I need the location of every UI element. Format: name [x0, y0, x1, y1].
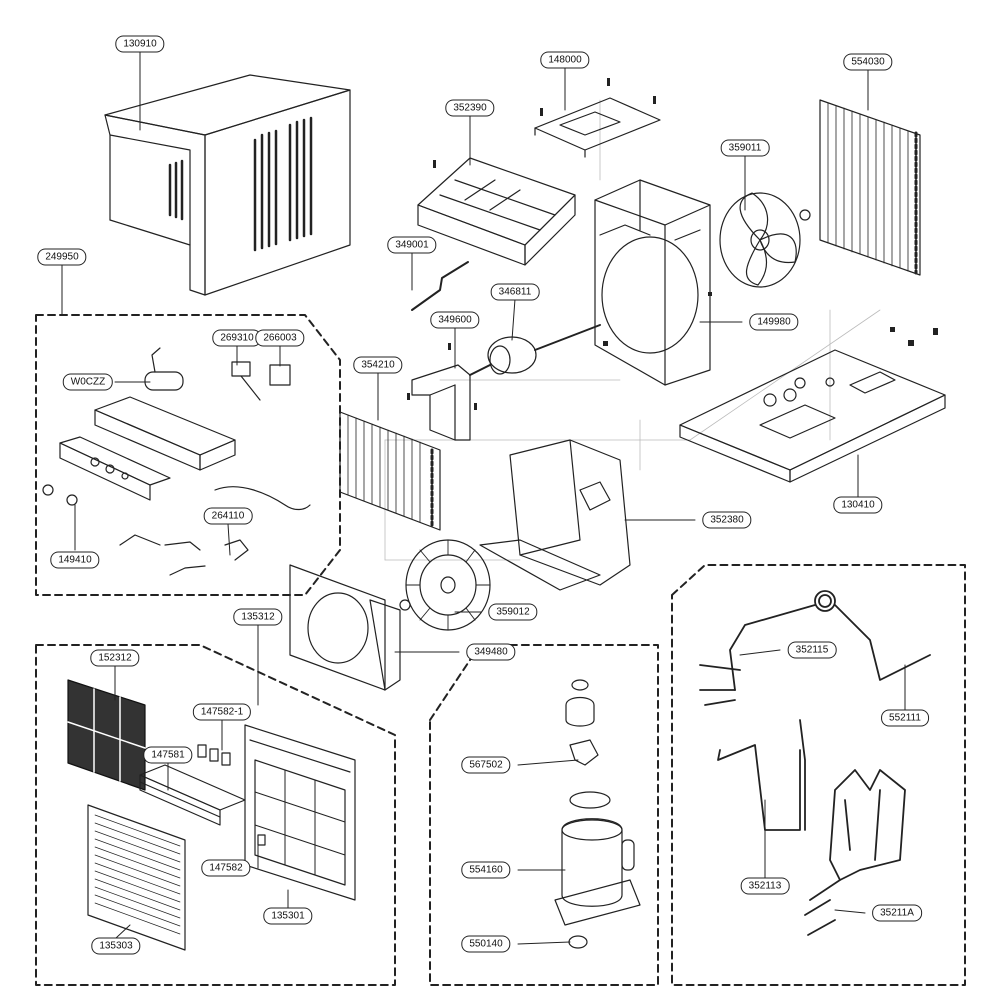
switch-part: [231, 361, 261, 401]
part-label[interactable]: 135312: [233, 608, 283, 626]
part-label[interactable]: 354210: [353, 356, 403, 374]
part-label[interactable]: 554160: [461, 861, 511, 879]
group-box-front-grille: [35, 644, 396, 986]
part-label[interactable]: 266003: [255, 329, 305, 347]
part-label[interactable]: 152312: [90, 649, 140, 667]
part-label[interactable]: W0CZZ: [62, 373, 114, 391]
part-label[interactable]: 567502: [461, 756, 511, 774]
leader-lines: [61, 51, 906, 945]
assembly-guides: [384, 99, 881, 561]
part-label[interactable]: 149980: [749, 313, 799, 331]
clip-parts: [197, 744, 266, 846]
part-label[interactable]: 135303: [91, 937, 141, 955]
filter-part: [67, 679, 146, 791]
group-box-tubing: [671, 564, 966, 986]
part-label[interactable]: 349600: [430, 311, 480, 329]
capacitor-part: [144, 347, 184, 391]
control-box-part: [59, 396, 236, 501]
part-label[interactable]: 130910: [115, 35, 165, 53]
part-label[interactable]: 359011: [720, 139, 770, 157]
front-panel-part: [244, 724, 356, 901]
shroud-part: [594, 179, 711, 386]
part-label[interactable]: 352113: [740, 877, 790, 895]
propeller-fan-part: [719, 192, 811, 288]
part-label[interactable]: 130410: [833, 496, 883, 514]
part-label[interactable]: 554030: [843, 53, 893, 71]
part-label[interactable]: 147582: [201, 859, 251, 877]
part-label[interactable]: 264110: [203, 507, 253, 525]
condenser-part: [819, 99, 921, 276]
part-label[interactable]: 269310: [212, 329, 262, 347]
group-box-compressor: [429, 644, 659, 986]
part-label[interactable]: 349480: [466, 643, 516, 661]
screws: [407, 78, 938, 410]
louver-part: [139, 764, 246, 826]
compressor-part: [554, 679, 641, 949]
part-label[interactable]: 149410: [50, 551, 100, 569]
relay-part: [269, 364, 291, 386]
cabinet-part: [104, 74, 351, 296]
barrier-part: [479, 439, 631, 591]
base-pan-part: [679, 349, 946, 483]
part-label[interactable]: 352390: [445, 99, 495, 117]
part-label[interactable]: 35211A: [872, 904, 922, 922]
rod-part: [411, 261, 469, 311]
bracket-part: [534, 97, 661, 158]
air-guide-part: [417, 157, 576, 266]
evaporator-part: [339, 411, 441, 531]
part-label[interactable]: 352380: [702, 511, 752, 529]
wire-harness-part: [119, 486, 311, 576]
part-label[interactable]: 147582-1: [192, 703, 252, 721]
part-label[interactable]: 359012: [488, 603, 538, 621]
part-label[interactable]: 552111: [881, 709, 929, 727]
part-label[interactable]: 346811: [490, 283, 540, 301]
part-label[interactable]: 249950: [37, 248, 87, 266]
blower-wheel-part: [399, 539, 491, 631]
part-label[interactable]: 352115: [787, 641, 837, 659]
grille-part: [87, 804, 186, 951]
part-label[interactable]: 135301: [263, 907, 313, 925]
part-label[interactable]: 349001: [387, 236, 437, 254]
orifice-part: [289, 564, 401, 691]
knob-part: [42, 484, 78, 506]
motor-mount-part: [411, 364, 471, 441]
part-label[interactable]: 550140: [461, 935, 511, 953]
part-label[interactable]: 147581: [143, 746, 193, 764]
part-label[interactable]: 148000: [540, 51, 590, 69]
group-box-electrical: [35, 314, 341, 596]
motor-part: [469, 324, 601, 376]
